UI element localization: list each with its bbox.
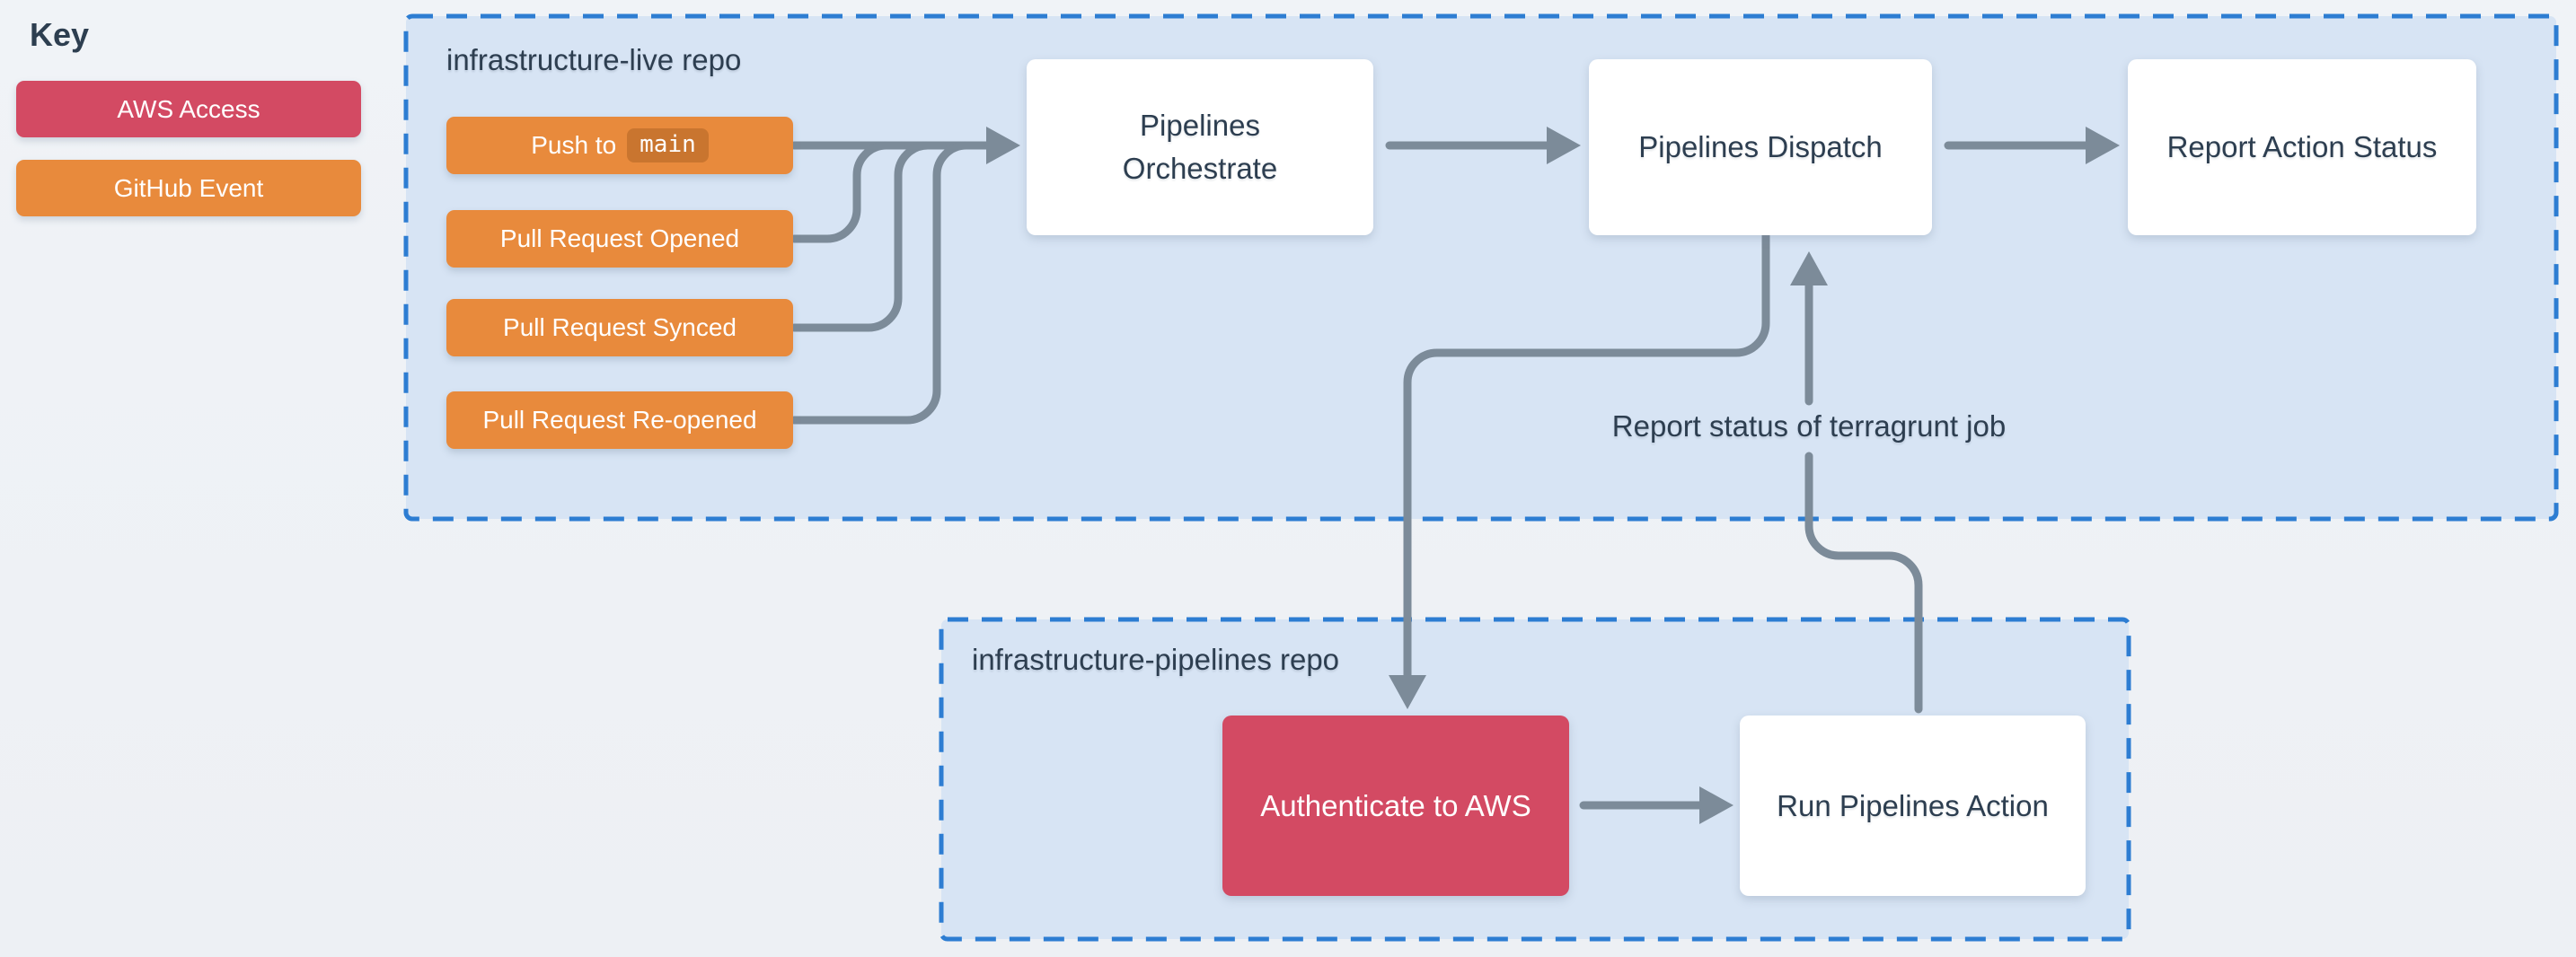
connector-authenticate-to-run-action xyxy=(1579,786,1734,824)
legend-title: Key xyxy=(30,16,90,53)
connector-pr-synced-merge xyxy=(790,141,947,332)
event-push-prefix: Push to xyxy=(531,131,617,159)
connector-run-action-to-dispatch xyxy=(1790,251,1923,714)
legend-aws-access-label: AWS Access xyxy=(117,94,260,123)
branch-name-chip: main xyxy=(627,128,709,162)
connector-dispatch-to-report xyxy=(1944,127,2120,164)
event-pull-request-opened-label: Pull Request Opened xyxy=(499,224,740,252)
legend-aws-access-badge: AWS Access xyxy=(16,81,361,137)
terragrunt-status-annotation: Report status of terragrunt job xyxy=(1611,409,2007,443)
legend-github-event-label: GitHub Event xyxy=(113,173,264,202)
event-push-to-main: Push to main xyxy=(446,117,793,174)
connector-orchestrate-to-dispatch xyxy=(1385,127,1581,164)
event-pull-request-reopened-label: Pull Request Re-opened xyxy=(482,406,757,434)
node-authenticate-to-aws: Authenticate to AWS xyxy=(1222,716,1569,896)
connector-dispatch-to-authenticate xyxy=(1389,231,1770,709)
event-pull-request-opened: Pull Request Opened xyxy=(446,210,793,268)
node-run-pipelines-action: Run Pipelines Action xyxy=(1740,716,2086,896)
legend-github-event-badge: GitHub Event xyxy=(16,160,361,216)
node-pipelines-orchestrate: Pipelines Orchestrate xyxy=(1027,59,1373,235)
event-pull-request-reopened: Pull Request Re-opened xyxy=(446,391,793,449)
infrastructure-live-repo-label: infrastructure-live repo xyxy=(446,43,742,76)
node-report-action-status: Report Action Status xyxy=(2128,59,2476,235)
event-pull-request-synced-label: Pull Request Synced xyxy=(503,313,737,341)
connector-pr-reopened-merge xyxy=(790,141,985,425)
connector-pr-opened-merge xyxy=(790,141,905,243)
infrastructure-pipelines-repo-label: infrastructure-pipelines repo xyxy=(972,643,1340,676)
node-pipelines-dispatch: Pipelines Dispatch xyxy=(1589,59,1932,235)
event-pull-request-synced: Pull Request Synced xyxy=(446,299,793,356)
